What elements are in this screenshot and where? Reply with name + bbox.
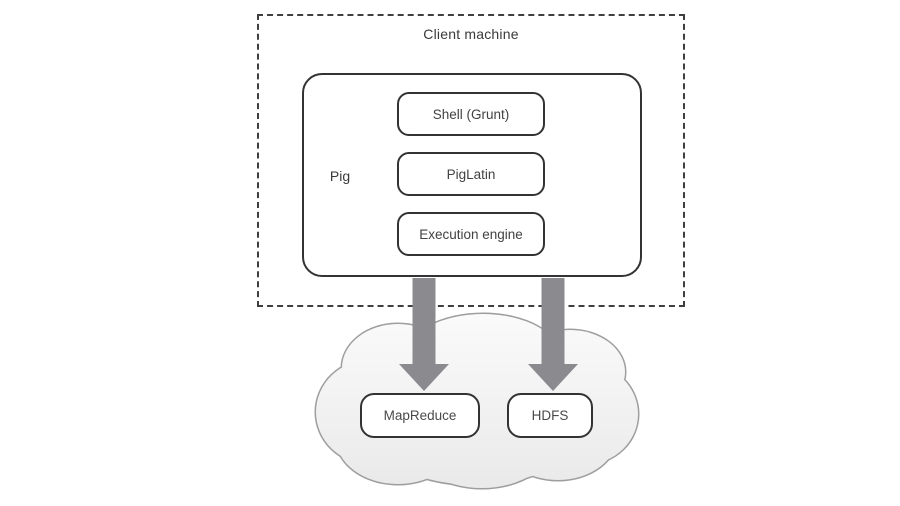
client-machine-frame: Client machine	[257, 14, 685, 307]
piglatin-box: PigLatin	[397, 152, 545, 196]
shell-grunt-box: Shell (Grunt)	[397, 92, 545, 136]
execution-engine-box: Execution engine	[397, 212, 545, 256]
pig-label: Pig	[329, 168, 351, 184]
hdfs-box: HDFS	[507, 393, 593, 438]
client-machine-title: Client machine	[423, 26, 519, 42]
mapreduce-box: MapReduce	[360, 393, 480, 438]
